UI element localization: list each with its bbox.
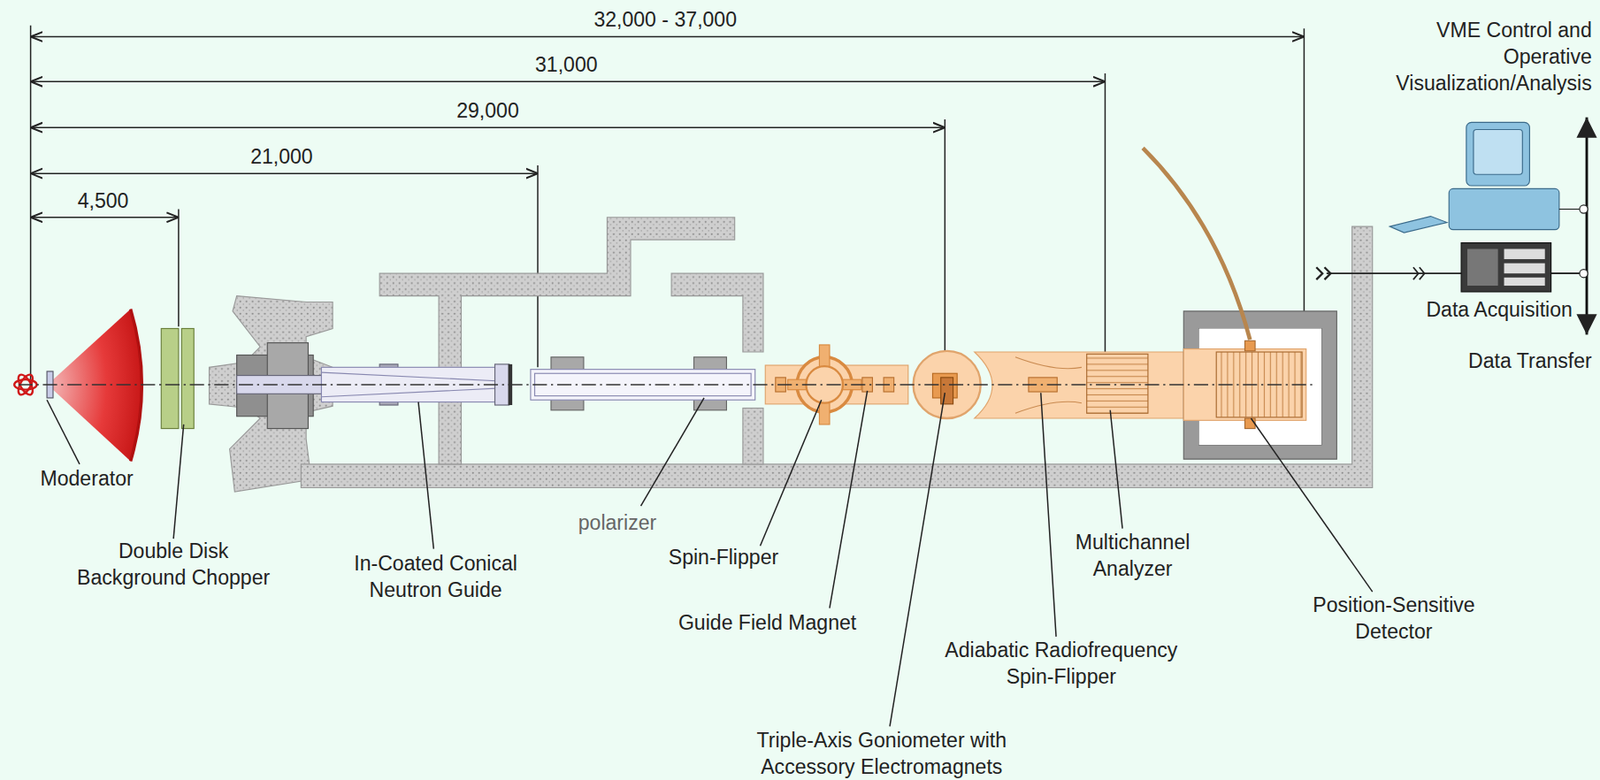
part-label: Triple-Axis Goniometer with Accessory El… — [755, 726, 1009, 780]
system-label: Data Transfer — [1465, 347, 1593, 375]
dimension: 32,000 - 37,000 — [592, 6, 739, 33]
part-label: polarizer — [576, 509, 659, 536]
part-label: Multichannel Analyzer — [1073, 528, 1192, 582]
dimension: 29,000 — [455, 97, 521, 124]
system-label: VME Control and Operative Visualization/… — [1393, 15, 1593, 96]
part-label: Double Disk Background Chopper — [75, 537, 272, 591]
part-label: In-Coated Conical Neutron Guide — [352, 550, 520, 604]
part-label: Adiabatic Radiofrequency Spin-Flipper — [943, 636, 1180, 690]
part-label: Guide Field Magnet — [676, 609, 858, 636]
part-label: Position-Sensitive Detector — [1311, 591, 1478, 645]
dimension: 21,000 — [249, 143, 315, 170]
dimension: 31,000 — [533, 51, 599, 78]
dimension: 4,500 — [76, 187, 131, 215]
system-label: Data Acquisition — [1423, 296, 1572, 323]
part-label: Spin-Flipper — [666, 543, 781, 571]
part-label: Moderator — [38, 465, 135, 492]
